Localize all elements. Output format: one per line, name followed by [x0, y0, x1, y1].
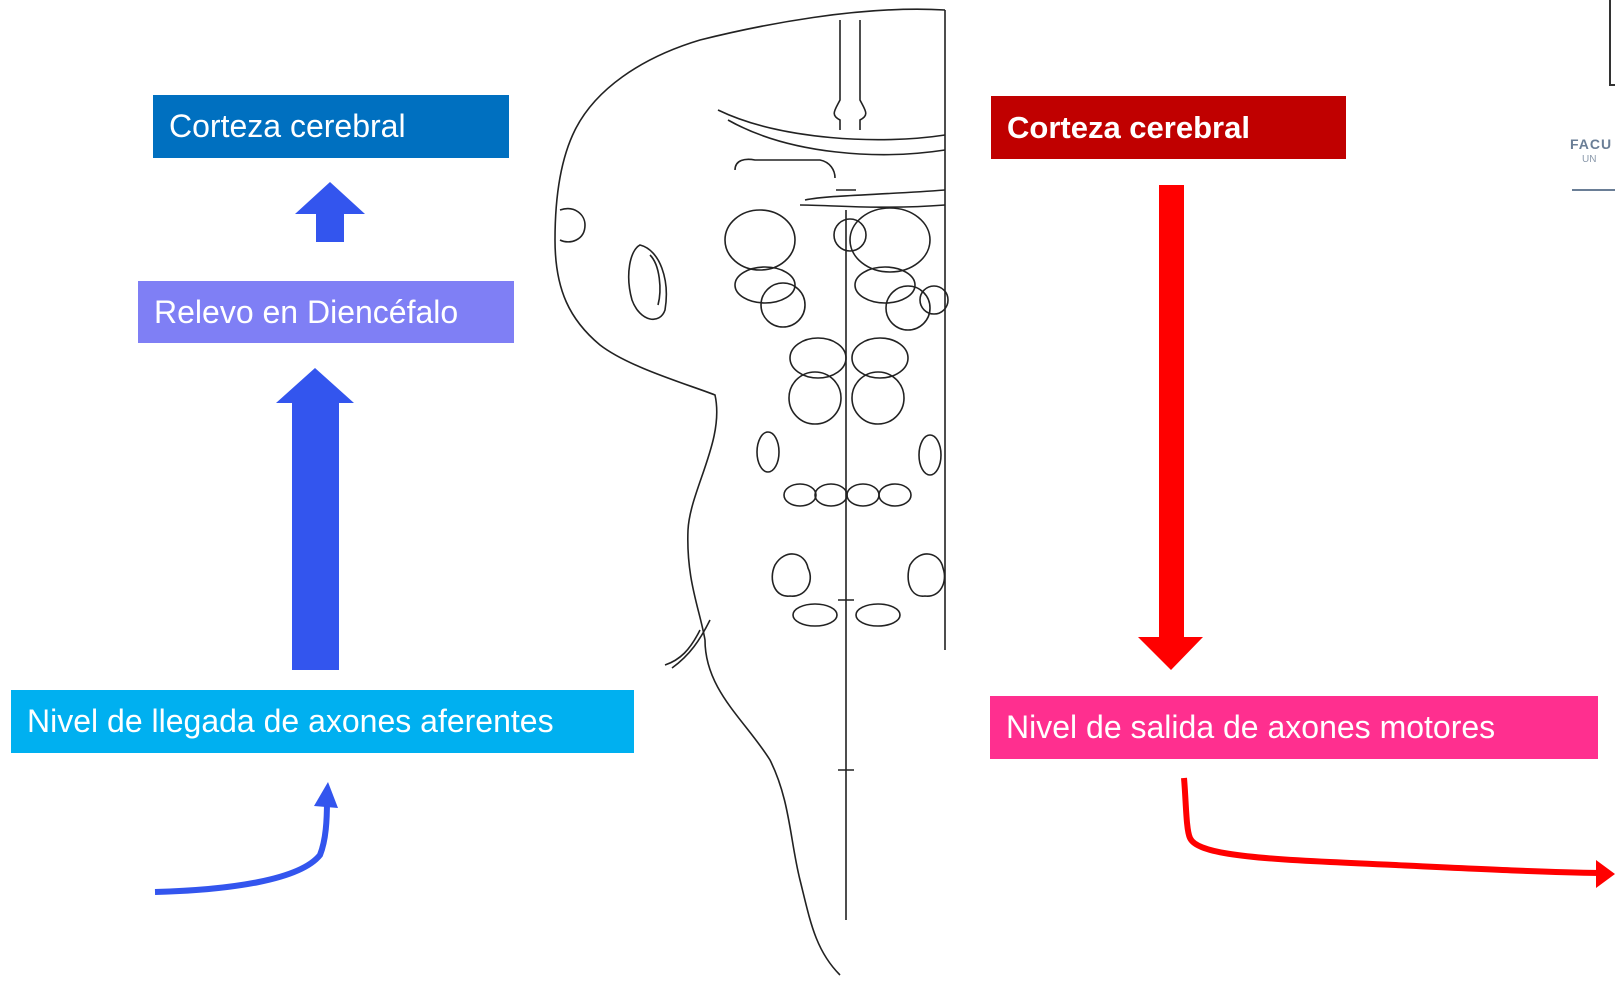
efferent-curve	[1181, 777, 1601, 876]
logo-text-secondary: UN	[1582, 154, 1597, 165]
afferent-curve-head	[314, 782, 338, 808]
afferent-arrow-long	[276, 368, 354, 670]
diencephalon-relay-box: Relevo en Diencéfalo	[138, 281, 514, 343]
afferent-arrow-small	[295, 182, 365, 242]
faculty-logo: FACU UN	[1570, 0, 1615, 200]
afferent-cortex-label: Corteza cerebral	[169, 108, 406, 144]
afferent-cortex-box: Corteza cerebral	[153, 95, 509, 158]
logo-text-primary: FACU	[1570, 136, 1613, 152]
afferent-curve	[154, 799, 330, 895]
efferent-curve-head	[1596, 860, 1615, 888]
motor-exit-label: Nivel de salida de axones motores	[1006, 709, 1496, 745]
efferent-cortex-box: Corteza cerebral	[991, 96, 1346, 159]
motor-exit-box: Nivel de salida de axones motores	[990, 696, 1598, 759]
brainstem-drawing	[554, 8, 949, 976]
logo-shape	[1609, 0, 1615, 86]
afferent-arrival-label: Nivel de llegada de axones aferentes	[27, 703, 554, 739]
afferent-arrival-box: Nivel de llegada de axones aferentes	[11, 690, 634, 753]
diencephalon-relay-label: Relevo en Diencéfalo	[154, 293, 459, 330]
efferent-arrow-long	[1138, 185, 1203, 670]
efferent-cortex-label: Corteza cerebral	[1007, 109, 1250, 145]
